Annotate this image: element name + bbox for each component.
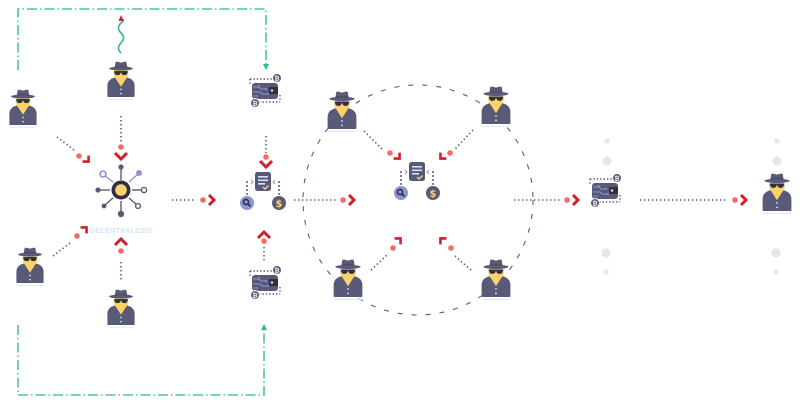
spy-icon-agent-top-center bbox=[107, 61, 135, 100]
wallet-icon-output bbox=[589, 172, 623, 208]
loop-top bbox=[17, 8, 267, 70]
spy-icon-agent-bottom-center bbox=[107, 289, 135, 328]
faded-dots-agent bbox=[771, 138, 782, 275]
connector bbox=[52, 242, 71, 257]
arrow-corner-icon bbox=[439, 237, 448, 246]
connector bbox=[454, 129, 474, 150]
spy-icon-mixer-agent-top-right bbox=[481, 86, 511, 127]
document-check-icon-processor-left bbox=[239, 171, 287, 211]
arrow-dot bbox=[390, 245, 396, 251]
arrow-corner-icon bbox=[81, 154, 90, 163]
arrow-right-icon bbox=[339, 193, 356, 207]
spy-icon-agent-top-left bbox=[9, 89, 37, 128]
arrow-dot bbox=[76, 153, 82, 159]
arrow-up-icon bbox=[256, 229, 272, 240]
wallet-icon-top bbox=[249, 72, 283, 108]
wallet-icon-bottom bbox=[249, 264, 283, 300]
arrow-up-icon bbox=[113, 236, 129, 247]
hub-connectors bbox=[52, 116, 122, 282]
spy-icon-mixer-agent-top-left bbox=[327, 91, 357, 132]
connector bbox=[56, 136, 75, 151]
hub-label: DECENTRALIZED bbox=[90, 228, 152, 235]
arrow-dot bbox=[448, 245, 454, 251]
connector bbox=[370, 254, 388, 271]
arrow-dot bbox=[263, 154, 269, 160]
mixer-connectors bbox=[363, 129, 474, 271]
connector bbox=[363, 130, 384, 151]
faded-dots-wallet bbox=[601, 138, 612, 275]
loop-bottom-arrowhead bbox=[261, 324, 267, 330]
arrow-corner-icon bbox=[439, 151, 448, 160]
arrow-right-icon bbox=[199, 193, 216, 207]
arrow-right-icon bbox=[731, 193, 748, 207]
arrow-corner-icon bbox=[79, 226, 88, 235]
loop-bottom bbox=[17, 325, 265, 396]
loop-lines bbox=[17, 8, 269, 396]
arrow-down-icon bbox=[258, 159, 274, 170]
arrow-dot bbox=[261, 238, 267, 244]
spy-icon-mixer-agent-bottom-right bbox=[481, 259, 511, 300]
arrow-dot bbox=[74, 233, 80, 239]
arrow-right-icon bbox=[563, 193, 580, 207]
wavy-line bbox=[117, 18, 125, 54]
arrow-dot bbox=[118, 248, 124, 254]
loop-top-arrowhead bbox=[263, 64, 269, 70]
spy-icon-agent-bottom-left bbox=[16, 247, 44, 286]
arrow-corner-icon bbox=[392, 151, 401, 160]
spy-icon-agent-final bbox=[762, 173, 792, 214]
wavy-arrowhead bbox=[118, 15, 124, 21]
arrow-down-icon bbox=[113, 151, 129, 162]
document-check-icon-processor-center bbox=[393, 161, 441, 201]
connector bbox=[454, 255, 472, 271]
exit-signal bbox=[117, 15, 125, 54]
arrow-corner-icon bbox=[393, 237, 402, 246]
mixer-circle bbox=[302, 84, 534, 316]
spy-icon-mixer-agent-bottom-left bbox=[333, 259, 363, 300]
arrow-dot bbox=[387, 150, 393, 156]
arrow-dot bbox=[447, 150, 453, 156]
decentralized-hub-icon bbox=[95, 164, 148, 218]
arrow-dot bbox=[118, 144, 124, 150]
